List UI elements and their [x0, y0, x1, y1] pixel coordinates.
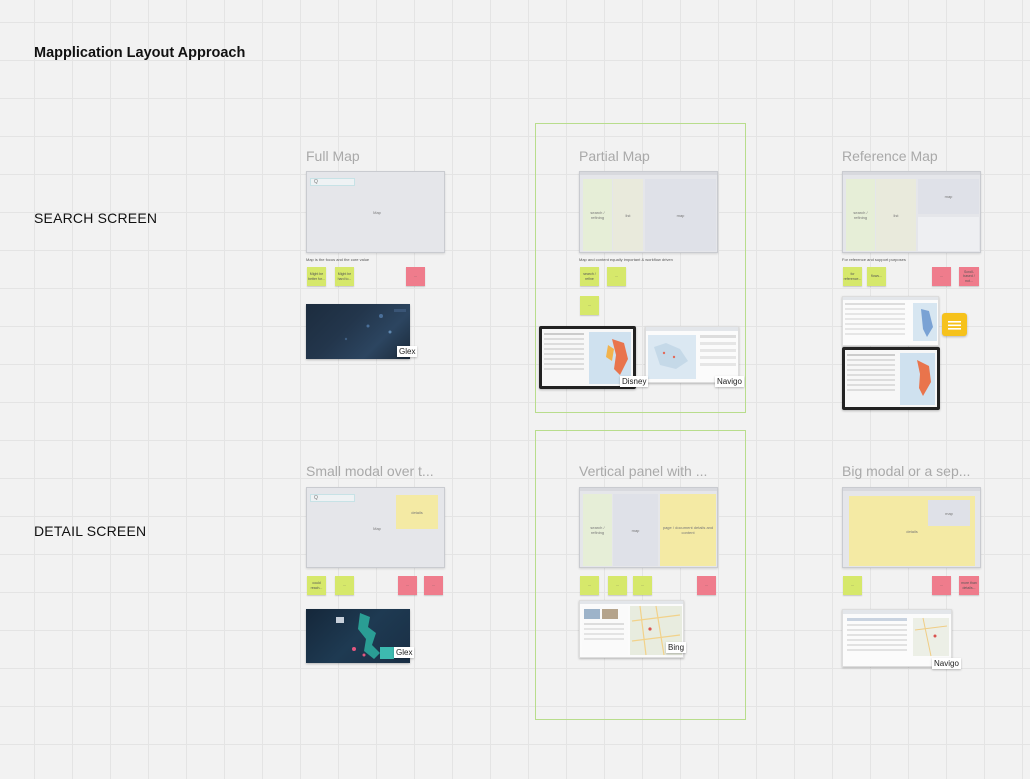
pane-list: list [876, 179, 916, 251]
wireframe-header [843, 172, 980, 175]
caption-reference-map: For reference and support purposes [842, 257, 906, 262]
map-thumbnail-graphic [344, 309, 406, 341]
pane-list: list [613, 179, 643, 251]
caption-partial-map: Map and content equally important & work… [579, 257, 673, 262]
sticky-note[interactable]: flows... [867, 267, 886, 286]
wireframe-full-map[interactable]: Q Map [306, 171, 445, 253]
search-icon: Q [314, 495, 318, 501]
pane-details: page / document details and content [660, 494, 716, 566]
search-icon: Q [314, 179, 318, 185]
sticky-note[interactable]: ... [697, 576, 716, 595]
example-screenshot[interactable] [842, 296, 939, 346]
pane-map: map [918, 179, 979, 214]
column-title-partial-map: Partial Map [579, 148, 650, 164]
caption-full-map: Map is the focus and the core value [306, 257, 370, 262]
laptop-screen-graphic [542, 329, 633, 386]
pane-map: map [645, 179, 716, 251]
sticky-note[interactable]: could reach... [307, 576, 326, 595]
row-label-search: SEARCH SCREEN [34, 210, 158, 226]
pane-search-refining: search / refining [583, 494, 612, 566]
bing-maps-screenshot-graphic [580, 601, 683, 656]
map-thumbnail-graphic [336, 613, 394, 659]
sticky-note[interactable]: ... [843, 576, 862, 595]
wireframe-big-modal[interactable]: details map [842, 487, 981, 568]
column-title-full-map: Full Map [306, 148, 360, 164]
modal-details: details [396, 495, 438, 529]
sticky-note[interactable]: ... [580, 576, 599, 595]
example-screenshot[interactable] [306, 304, 410, 359]
navigo-screenshot-graphic [843, 610, 951, 657]
pane-search-refining: search / refining [846, 179, 875, 251]
sticky-note[interactable]: ... [580, 296, 599, 315]
app-screenshot-graphic [646, 327, 738, 379]
column-title-big-modal: Big modal or a sep... [842, 463, 971, 479]
sticky-note[interactable]: more than details... [959, 576, 979, 595]
example-screenshot[interactable] [579, 600, 684, 658]
example-tag: Navigo [715, 376, 744, 387]
example-screenshot[interactable] [306, 609, 410, 663]
pane-map: map [928, 500, 970, 526]
example-tag: Navigo [932, 658, 961, 669]
example-screenshot[interactable] [539, 326, 636, 389]
sticky-note[interactable]: for reference... [843, 267, 862, 286]
map-label: Map [373, 209, 381, 215]
wireframe-header [580, 488, 717, 491]
sticky-note[interactable]: ... [932, 576, 951, 595]
sticky-note[interactable]: ... [424, 576, 443, 595]
sticky-note[interactable]: ... [932, 267, 951, 286]
wireframe-vertical-panel[interactable]: search / refining map page / document de… [579, 487, 718, 568]
search-bar: Q [310, 494, 355, 502]
sticky-note[interactable]: ... [608, 576, 627, 595]
example-tag: Glex [394, 647, 415, 658]
example-screenshot[interactable] [645, 326, 739, 383]
wireframe-header [580, 172, 717, 175]
sticky-note[interactable]: Scroll-based / not... [959, 267, 979, 286]
example-tag: Glex [397, 346, 418, 357]
column-title-reference-map: Reference Map [842, 148, 938, 164]
example-tag: Disney [620, 376, 649, 387]
pane-map: map [613, 494, 658, 566]
wireframe-partial-map[interactable]: search / refining list map [579, 171, 718, 253]
sticky-note[interactable]: Might be better for... [307, 267, 326, 286]
sticky-note[interactable]: ... [607, 267, 626, 286]
search-bar: Q [310, 178, 355, 186]
example-screenshot[interactable] [842, 609, 952, 667]
column-title-small-modal: Small modal over t... [306, 463, 434, 479]
comment-icon[interactable] [942, 313, 967, 336]
sticky-note[interactable]: ... [406, 267, 425, 286]
sticky-note[interactable]: ... [633, 576, 652, 595]
row-label-detail: DETAIL SCREEN [34, 523, 147, 539]
example-screenshot[interactable] [842, 347, 940, 410]
map-label: Map [373, 525, 381, 531]
table-screenshot-graphic [843, 297, 938, 341]
comment-lines-icon [948, 321, 961, 330]
pane-search-refining: search / refining [583, 179, 612, 251]
wireframe-small-modal[interactable]: Q Map details [306, 487, 445, 568]
wireframe-reference-map[interactable]: search / refining list map [842, 171, 981, 253]
sticky-note[interactable]: search / refine [580, 267, 599, 286]
highlight-frame-vertical-panel[interactable] [535, 430, 746, 720]
pane-blank [918, 217, 979, 251]
laptop-screen-graphic [845, 350, 937, 407]
wireframe-header [843, 488, 980, 491]
sticky-note[interactable]: ... [335, 576, 354, 595]
sticky-note[interactable]: ... [398, 576, 417, 595]
example-tag: Bing [666, 642, 687, 653]
highlight-frame-partial-map[interactable] [535, 123, 746, 413]
column-title-vertical-panel: Vertical panel with ... [579, 463, 708, 479]
board-title: Mapplication Layout Approach [34, 45, 246, 61]
sticky-note[interactable]: Might be hard to... [335, 267, 354, 286]
